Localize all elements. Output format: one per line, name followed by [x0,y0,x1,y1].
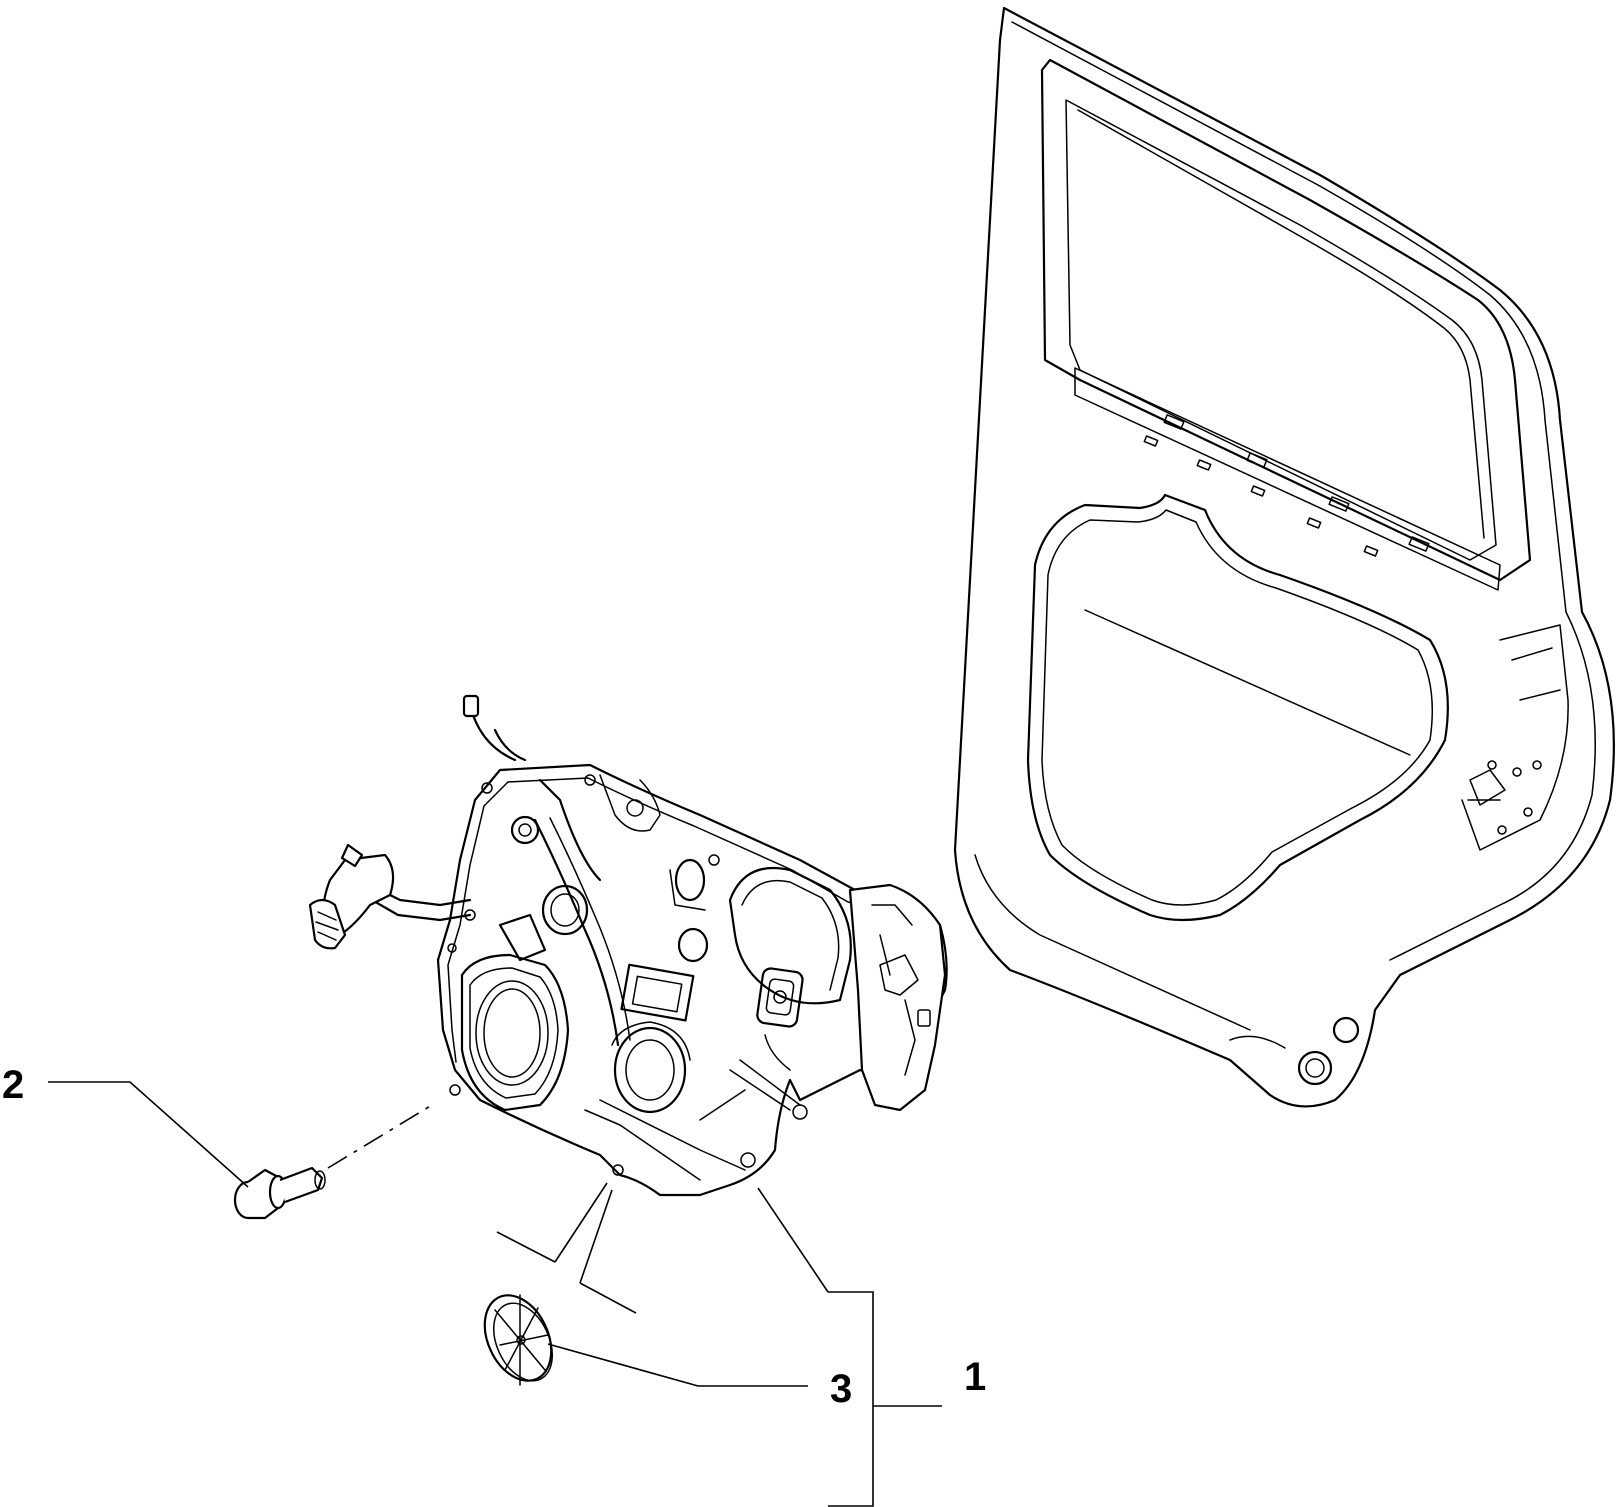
grommet-plug-part [483,1231,637,1386]
wiring-connector [308,843,395,950]
callout-1: 1 [964,1355,986,1399]
callout-2: 2 [2,1063,24,1107]
callout-3: 3 [830,1367,852,1411]
clip-slots [1143,414,1430,557]
motor-hub [611,1021,691,1114]
leader-lines [48,1081,942,1507]
window-regulator-assembly [308,694,948,1197]
screw-part [233,1104,433,1220]
motor-housing [848,883,947,1112]
rear-door-shell [953,6,1615,1108]
mounting-holes [447,774,870,1176]
speaker-ring [460,953,570,1112]
